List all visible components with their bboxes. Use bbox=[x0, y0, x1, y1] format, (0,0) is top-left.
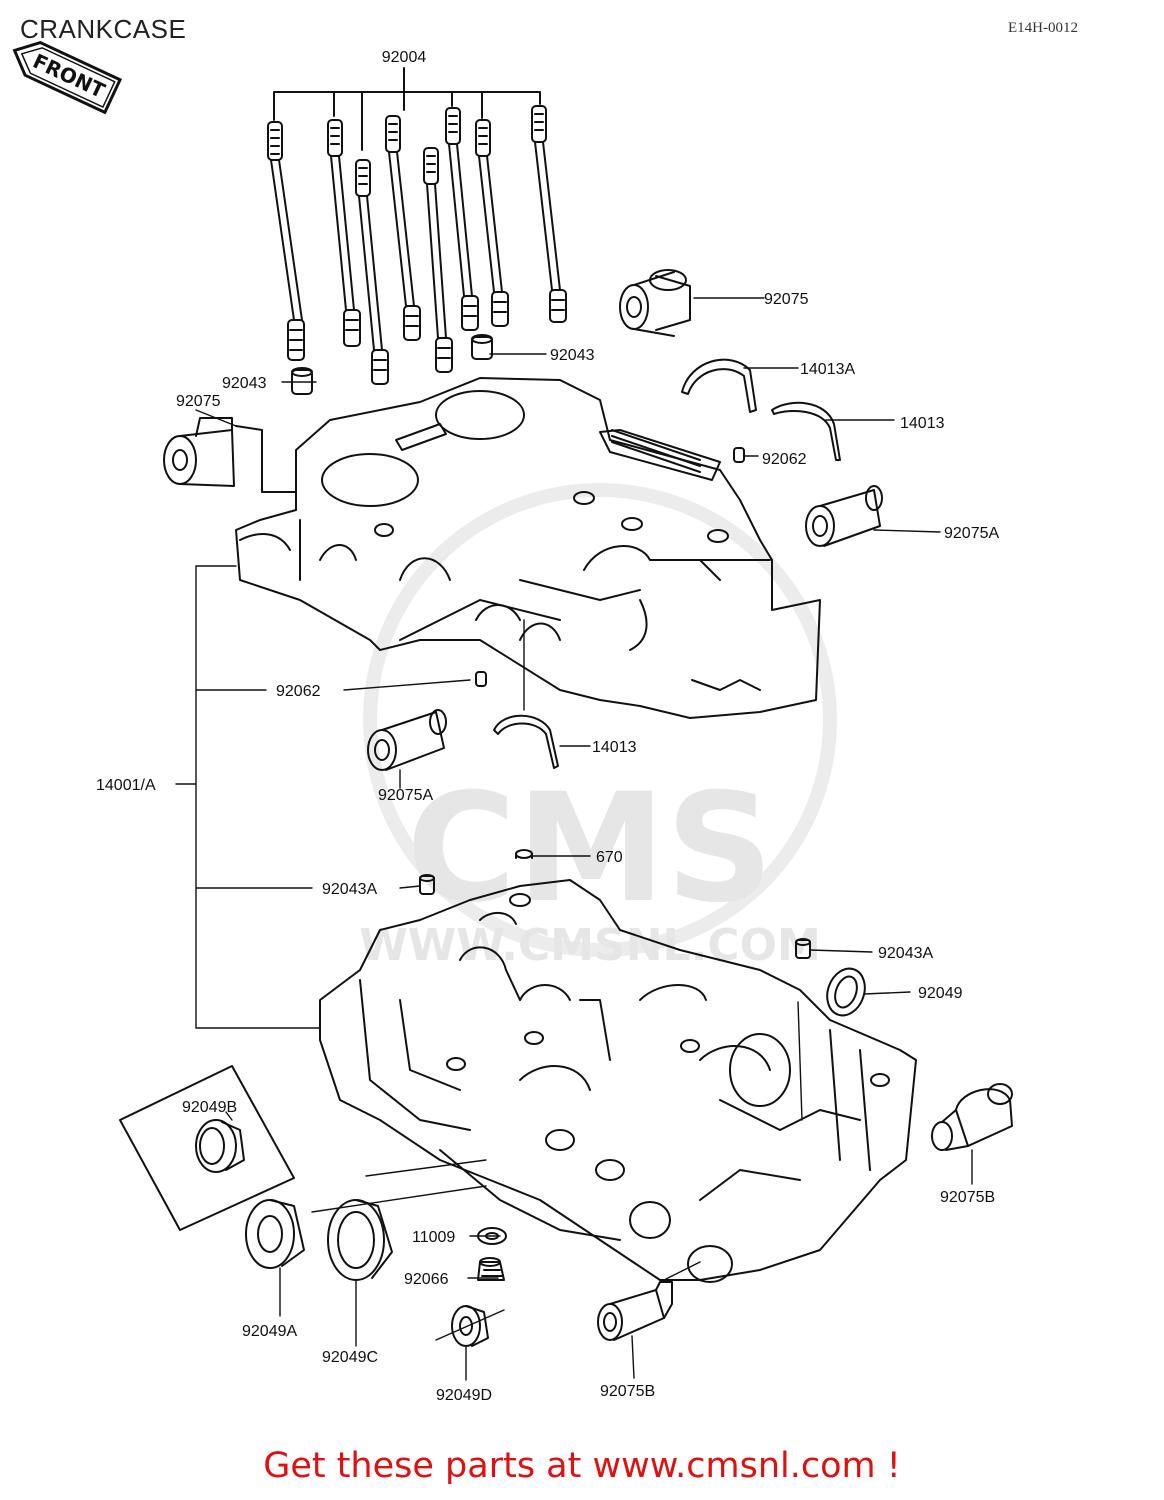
callout-92075A-right: 92075A bbox=[944, 525, 999, 542]
promo-link-text[interactable]: Get these parts at www.cmsnl.com ! bbox=[263, 1446, 901, 1486]
thrust-washer-14013-top bbox=[771, 401, 841, 461]
callout-92043-right: 92043 bbox=[550, 347, 595, 364]
stud-bolts-92004 bbox=[267, 67, 567, 385]
callout-92075A-left: 92075A bbox=[378, 787, 433, 804]
diagram-svg: CMS WWW.CMSNL.COM FRONT bbox=[12, 40, 1013, 1404]
page-title: CRANKCASE bbox=[20, 14, 187, 44]
lower-crankcase bbox=[319, 879, 917, 1283]
callout-92066: 92066 bbox=[404, 1271, 449, 1288]
diagram-code: E14H-0012 bbox=[1008, 20, 1078, 36]
callout-92062-mid: 92062 bbox=[276, 683, 321, 700]
callout-92075B-bottom: 92075B bbox=[600, 1383, 655, 1400]
callout-92075-left: 92075 bbox=[176, 393, 221, 410]
callout-92049B: 92049B bbox=[182, 1099, 237, 1116]
bearing-92049A bbox=[245, 1199, 305, 1269]
cms-watermark: CMS WWW.CMSNL.COM bbox=[359, 483, 837, 971]
callout-92075B-right: 92075B bbox=[940, 1189, 995, 1206]
dowel-92043A-right bbox=[795, 938, 811, 959]
dowel-92062-top bbox=[733, 447, 745, 463]
callout-92049A: 92049A bbox=[242, 1323, 297, 1340]
thrust-washer-14013A bbox=[681, 358, 757, 413]
callout-92062-top: 92062 bbox=[762, 451, 807, 468]
seal-92049C bbox=[327, 1199, 393, 1281]
front-arrow-badge: FRONT bbox=[12, 40, 123, 115]
callout-92043-left: 92043 bbox=[222, 375, 267, 392]
promo-footer-link[interactable]: Get these parts at www.cmsnl.com ! bbox=[0, 1446, 1164, 1486]
callout-92043A-right: 92043A bbox=[878, 945, 933, 962]
callout-92075-top: 92075 bbox=[764, 291, 809, 308]
bushing-92075A-right bbox=[805, 485, 883, 547]
upper-crankcase bbox=[235, 377, 821, 719]
callout-670: 670 bbox=[596, 849, 623, 866]
bushing-92075B-right bbox=[931, 1083, 1013, 1151]
washer-670 bbox=[515, 849, 533, 859]
callout-92043A-left: 92043A bbox=[322, 881, 377, 898]
bushing-92075B-bottom bbox=[597, 1281, 673, 1341]
inset-box-92049B bbox=[119, 1065, 295, 1231]
oil-seal-92049 bbox=[826, 967, 866, 1017]
callout-92049C: 92049C bbox=[322, 1349, 378, 1366]
leader-lines bbox=[175, 297, 973, 1381]
bushing-92075-top bbox=[619, 269, 691, 337]
callout-labels: 92004 92075 92043 92043 92075 14013A 140… bbox=[96, 49, 999, 1404]
crankcase-exploded-diagram: CMS WWW.CMSNL.COM FRONT bbox=[12, 40, 1013, 1404]
callout-14013-mid: 14013 bbox=[592, 739, 637, 756]
callout-92049D: 92049D bbox=[436, 1387, 492, 1404]
bushing-92075A-left bbox=[367, 709, 447, 771]
watermark-logo: CMS bbox=[406, 762, 773, 936]
callout-14001A: 14001/A bbox=[96, 777, 156, 794]
dowel-92043A-left bbox=[419, 874, 435, 895]
callout-14013A: 14013A bbox=[800, 361, 855, 378]
callout-11009: 11009 bbox=[412, 1229, 455, 1246]
callout-14013-top: 14013 bbox=[900, 415, 945, 432]
drain-plug-92066 bbox=[477, 1257, 505, 1281]
callout-92049: 92049 bbox=[918, 985, 963, 1002]
bushing-92075-left bbox=[163, 417, 235, 487]
thrust-washer-14013-mid bbox=[493, 714, 559, 769]
bearing-92049D bbox=[451, 1305, 489, 1347]
callout-92004: 92004 bbox=[382, 49, 427, 66]
watermark-url: WWW.CMSNL.COM bbox=[359, 920, 821, 971]
dowel-92062-mid bbox=[475, 671, 487, 687]
